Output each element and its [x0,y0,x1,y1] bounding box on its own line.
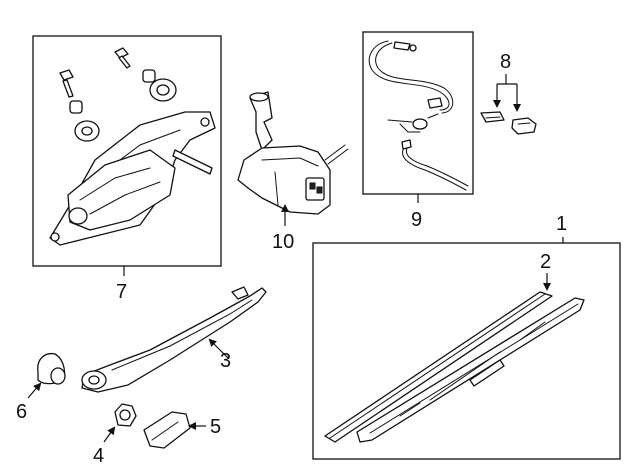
pivot-cap-icon [37,352,66,385]
washer-hose-icon [368,40,469,191]
cover-group: 5 [143,411,221,449]
callout-10: 10 [272,231,294,253]
bushing-icon [142,69,156,83]
blade-refill-icon [324,291,553,443]
washer-reservoir-icon [237,91,349,215]
nut-group: 4 [93,403,137,467]
bolt-icon [114,47,131,69]
wiper-arm-group: 3 [81,286,267,393]
wiper-blade-frame [312,242,621,460]
washer-hose-frame [362,31,474,195]
grommet-icon [74,120,100,142]
callout-4: 4 [93,445,104,467]
pivot-cap-group: 6 [16,352,66,423]
motor-assembly-group: 7 [32,35,222,303]
wiper-arm-icon [81,286,267,393]
washer-reservoir-group: 10 [237,91,349,253]
grommet-icon [149,78,177,102]
bolt-icon [59,69,74,98]
wiper-blade-group: 1 2 [312,213,621,460]
clip-icon [511,117,537,135]
clips-group: 8 [480,51,537,135]
callout-5: 5 [210,416,221,438]
clip-icon [480,111,505,123]
wiper-blade-icon [356,297,585,443]
callout-6: 6 [16,401,27,423]
callout-1: 1 [556,213,567,235]
nut-icon [114,403,137,427]
arm-cover-icon [143,411,191,449]
motor-assembly-frame [32,35,222,267]
bushing-icon [69,100,83,114]
washer-hose-group: 9 [362,31,474,231]
callout-8: 8 [500,51,511,73]
callout-9: 9 [411,209,422,231]
callout-2: 2 [540,251,551,273]
wiper-motor-icon [67,149,213,231]
callout-7: 7 [116,281,127,303]
callout-3: 3 [220,350,231,372]
